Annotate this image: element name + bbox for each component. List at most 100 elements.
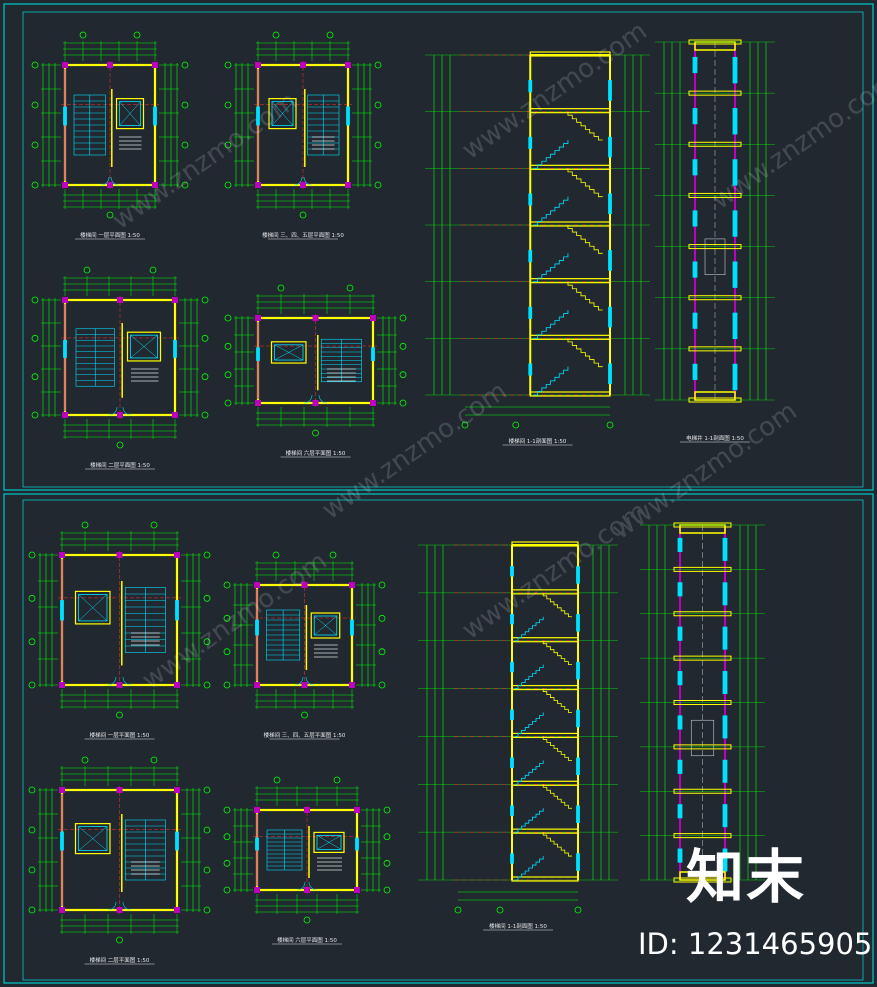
stair-flight bbox=[533, 196, 569, 226]
door-swing bbox=[308, 881, 318, 891]
axis-bubble bbox=[28, 638, 36, 646]
door-swing bbox=[305, 676, 315, 686]
axis-bubble bbox=[224, 399, 232, 407]
column bbox=[59, 787, 65, 793]
floor-slab bbox=[529, 164, 611, 170]
stair-flight bbox=[542, 736, 572, 761]
axis-bubble bbox=[223, 614, 231, 622]
elevator-wall bbox=[270, 341, 307, 364]
stair-run bbox=[266, 829, 303, 871]
column bbox=[255, 62, 261, 68]
landing-door bbox=[692, 210, 698, 227]
axis-bubble bbox=[28, 594, 36, 602]
stair-run bbox=[73, 94, 106, 156]
stair-section-b: 楼梯间 1-1剖面图 1:50 bbox=[418, 541, 618, 931]
plan-title: 楼梯间 二层平面图 1:50 bbox=[90, 461, 150, 469]
floor-slab bbox=[673, 611, 732, 617]
bottom-frame bbox=[3, 493, 874, 984]
floor-plan-b2: 楼梯间 三、四、五层平面图 1:50 bbox=[223, 551, 386, 740]
column bbox=[62, 62, 68, 68]
plan-title: 楼梯间 六层平面图 1:50 bbox=[277, 936, 337, 944]
axis-bubble bbox=[150, 521, 158, 529]
axis-bubble bbox=[203, 826, 211, 834]
plan-title: 楼梯间 三、四、五层平面图 1:50 bbox=[264, 731, 346, 739]
landing-door bbox=[722, 759, 728, 783]
floor-slab bbox=[688, 192, 742, 198]
window bbox=[510, 661, 514, 673]
axis-bubble bbox=[203, 638, 211, 646]
axis-bubble bbox=[223, 833, 231, 841]
window bbox=[60, 600, 64, 621]
column bbox=[174, 907, 180, 913]
floor-slab bbox=[688, 90, 742, 96]
floor-slab bbox=[673, 700, 732, 705]
plan-title-group: 楼梯间 三、四、五层平面图 1:50 bbox=[264, 731, 346, 740]
landing-door bbox=[692, 312, 698, 329]
landing-door bbox=[732, 261, 738, 288]
column bbox=[345, 182, 351, 188]
column bbox=[300, 182, 306, 188]
floor-slab bbox=[673, 833, 732, 839]
axis-bubble bbox=[203, 681, 211, 689]
floor-slab bbox=[673, 566, 732, 572]
axis-bubble bbox=[326, 31, 334, 39]
column bbox=[255, 400, 261, 406]
landing-door bbox=[677, 671, 683, 686]
window bbox=[608, 363, 612, 385]
stair-flight bbox=[514, 808, 544, 833]
stair-flight bbox=[514, 616, 544, 642]
elevator-wall bbox=[74, 590, 111, 625]
plan-title-group: 楼梯间 一层平面图 1:50 bbox=[84, 731, 155, 740]
floor-plan-b1: 楼梯间 一层平面图 1:50 bbox=[28, 521, 211, 740]
diagonal-watermark-text: www.znzmo.com bbox=[457, 496, 653, 646]
floor-slab bbox=[529, 334, 611, 340]
section-title-group: 楼梯间 1-1剖面图 1:50 bbox=[502, 437, 573, 446]
axis-bubble bbox=[181, 181, 189, 189]
landing-door bbox=[692, 159, 698, 176]
axis-bubble bbox=[181, 61, 189, 69]
floor-slab bbox=[511, 780, 579, 786]
elevator-cross bbox=[316, 835, 342, 850]
floor-slab bbox=[688, 39, 742, 45]
elevator-shaft bbox=[313, 831, 345, 854]
floor-slab bbox=[688, 346, 742, 352]
window bbox=[510, 566, 514, 577]
axis-bubble bbox=[224, 342, 232, 350]
floor-plan-t2: 楼梯间 三、四、五层平面图 1:50 bbox=[224, 31, 382, 240]
door-swing bbox=[122, 901, 132, 911]
axis-bubble bbox=[224, 141, 232, 149]
column bbox=[349, 582, 355, 588]
axis-bubble bbox=[383, 886, 391, 894]
axis-bubble bbox=[28, 826, 36, 834]
elevator-wall bbox=[126, 331, 162, 362]
axis-bubble bbox=[512, 421, 520, 429]
window bbox=[576, 566, 580, 584]
column bbox=[354, 887, 360, 893]
column bbox=[254, 582, 260, 588]
axis-bubble bbox=[106, 211, 114, 219]
axis-bubble bbox=[28, 906, 36, 914]
elevator-wall bbox=[310, 612, 341, 639]
stair-flight bbox=[514, 712, 544, 737]
window bbox=[63, 339, 67, 358]
axis-bubble bbox=[116, 936, 123, 944]
window bbox=[528, 363, 533, 376]
elevator-cross bbox=[314, 615, 337, 636]
axis-bubble bbox=[223, 806, 231, 814]
column bbox=[254, 807, 260, 813]
axis-bubble bbox=[329, 551, 337, 559]
column bbox=[300, 62, 306, 68]
axis-bubble bbox=[150, 756, 158, 764]
floor-slab bbox=[688, 295, 742, 301]
axis-bubble bbox=[399, 371, 407, 379]
column bbox=[349, 682, 355, 688]
landing-door bbox=[732, 108, 738, 135]
axis-bubble bbox=[28, 551, 36, 559]
plan-title: 楼梯间 一层平面图 1:50 bbox=[90, 731, 150, 739]
landing-door bbox=[692, 363, 698, 380]
axis-bubble bbox=[203, 906, 211, 914]
window bbox=[528, 250, 533, 263]
axis-bubble bbox=[333, 776, 341, 784]
window bbox=[60, 831, 64, 851]
